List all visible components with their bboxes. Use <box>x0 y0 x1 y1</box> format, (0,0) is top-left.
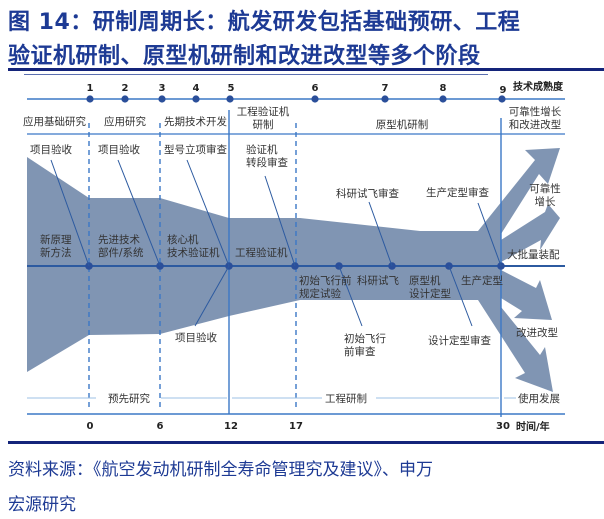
engine-dev-lifecycle-diagram: 1 2 3 4 5 6 7 8 9 技术成熟度 应用基础研究 应用研究 先期技术… <box>23 80 565 433</box>
milestone-preflight-review-l2: 前审查 <box>344 345 376 358</box>
phase-applied-basic-research: 应用基础研究 <box>23 115 86 128</box>
development-funnel-shape <box>27 148 560 392</box>
stage-prototype-design-l1: 原型机 <box>409 274 441 287</box>
trl-8: 8 <box>440 83 447 94</box>
trl-axis-label: 技术成熟度 <box>513 80 564 93</box>
milestone-research-flight-review: 科研试飞审查 <box>336 187 399 200</box>
stage-new-principle-l1: 新原理 <box>40 233 72 246</box>
trl-3: 3 <box>159 83 166 94</box>
time-tick-0: 0 <box>87 421 94 432</box>
trl-4: 4 <box>193 83 200 94</box>
stage-prototype-design-l2: 设计定型 <box>409 287 451 300</box>
outcome-reliability-l1: 可靠性 <box>529 182 561 195</box>
span-engineering-dev: 工程研制 <box>325 392 367 405</box>
phase-applied-research: 应用研究 <box>104 115 146 128</box>
phase-eng-demo-l1: 工程验证机 <box>237 105 290 118</box>
time-axis-label: 时间/年 <box>516 420 550 433</box>
milestone-model-approval-review: 型号立项审查 <box>164 143 227 156</box>
source-line1: 资料来源：《航空发动机研制全寿命管理究及建议》、申万 <box>8 460 433 480</box>
stage-core-demo-l2: 技术验证机 <box>167 246 220 259</box>
stage-eng-demo-engine: 工程验证机 <box>235 246 288 259</box>
title-subline <box>24 74 488 75</box>
stage-preflight-test-l1: 初始飞行前 <box>299 274 352 287</box>
time-tick-12: 12 <box>224 421 238 432</box>
source-divider <box>8 441 604 444</box>
milestone-production-finalization-review: 生产定型审查 <box>426 186 489 199</box>
trl-1: 1 <box>87 83 94 94</box>
milestone-leader-lines <box>50 159 502 327</box>
milestone-acceptance-2: 项目验收 <box>98 143 140 156</box>
phase-prototype-dev: 原型机研制 <box>376 118 429 131</box>
stage-advanced-parts-l1: 先进技术 <box>98 233 140 246</box>
trl-7: 7 <box>382 83 389 94</box>
milestone-demo-transition-l2: 转段审查 <box>246 156 288 169</box>
outcome-improvement: 改进改型 <box>516 326 558 339</box>
figure-title-line2: 验证机研制、原型机研制和改进改型等多个阶段 <box>8 44 481 69</box>
milestone-preflight-review-l1: 初始飞行 <box>344 332 386 345</box>
phase-eng-demo-l2: 研制 <box>253 118 274 131</box>
stage-production-finalization: 生产定型 <box>461 274 503 287</box>
time-tick-30: 30 <box>496 421 510 432</box>
trl-9: 9 <box>500 85 507 96</box>
source-line2: 宏源研究 <box>8 495 76 515</box>
milestone-demo-transition-l1: 验证机 <box>246 143 278 156</box>
trl-dots <box>86 95 506 103</box>
time-tick-17: 17 <box>289 421 303 432</box>
stage-new-principle-l2: 新方法 <box>40 246 72 259</box>
stage-dashed-dividers <box>88 123 297 410</box>
stage-advanced-parts-l2: 部件/系统 <box>98 246 144 259</box>
phase-reliability-l2: 和改进改型 <box>509 118 562 131</box>
title-underline <box>8 68 604 71</box>
milestone-acceptance-3: 项目验收 <box>175 331 217 344</box>
milestone-acceptance-1: 项目验收 <box>30 143 72 156</box>
trl-6: 6 <box>312 83 319 94</box>
trl-5: 5 <box>228 83 235 94</box>
stage-preflight-test-l2: 规定试验 <box>299 287 341 300</box>
milestone-design-finalization-review: 设计定型审查 <box>428 334 491 347</box>
outcome-mass-assembly: 大批量装配 <box>507 248 560 261</box>
phase-reliability-l1: 可靠性增长 <box>509 105 562 118</box>
span-pre-research: 预先研究 <box>108 392 150 405</box>
phase-advanced-tech-dev: 先期技术开发 <box>164 115 227 128</box>
time-tick-6: 6 <box>157 421 164 432</box>
trl-2: 2 <box>122 83 129 94</box>
figure-title-line1: 图 14：研制周期长：航发研发包括基础预研、工程 <box>8 10 521 35</box>
stage-research-flight: 科研试飞 <box>357 274 399 287</box>
stage-core-demo-l1: 核心机 <box>167 233 199 246</box>
outcome-use-development: 使用发展 <box>518 392 560 405</box>
outcome-reliability-l2: 增长 <box>535 195 556 208</box>
